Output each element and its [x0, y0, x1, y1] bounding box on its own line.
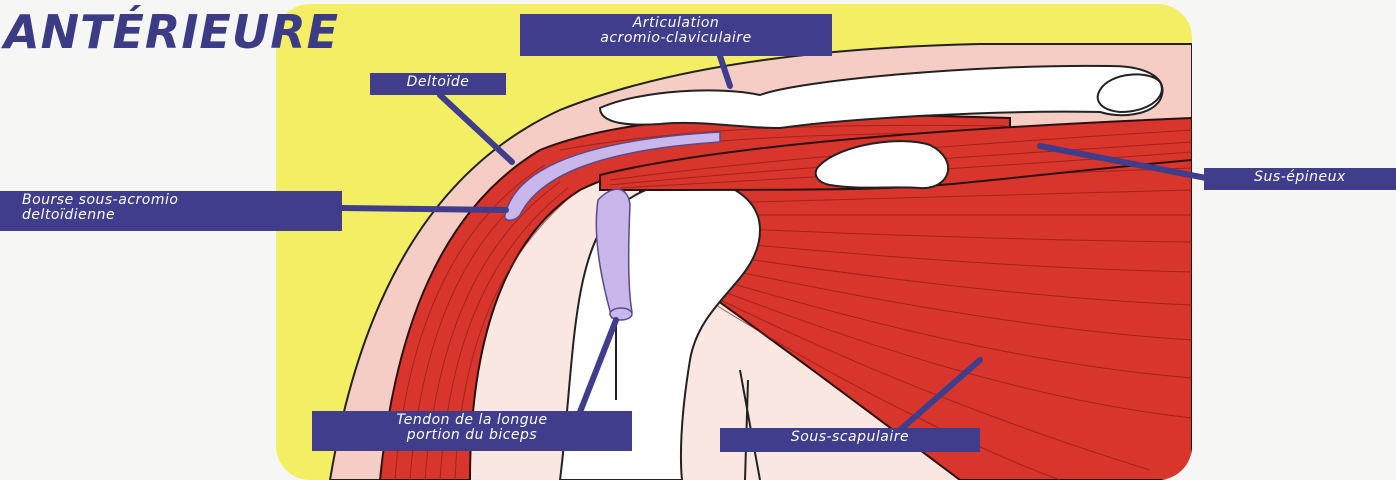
- label-articulation-acromio-claviculaire: Articulation acromio-claviculaire: [520, 14, 832, 56]
- label-sous-scapulaire: Sous-scapulaire: [720, 428, 980, 452]
- label-bourse-sous-acromio-deltoidienne: Bourse sous-acromio deltoïdienne: [0, 191, 342, 231]
- label-tendon-biceps: Tendon de la longue portion du biceps: [312, 411, 632, 451]
- view-title: ANTÉRIEURE: [4, 2, 339, 62]
- biceps-tendon-end: [610, 308, 632, 320]
- label-sus-epineux: Sus-épineux: [1204, 168, 1396, 190]
- label-deltoide: Deltoïde: [370, 73, 506, 95]
